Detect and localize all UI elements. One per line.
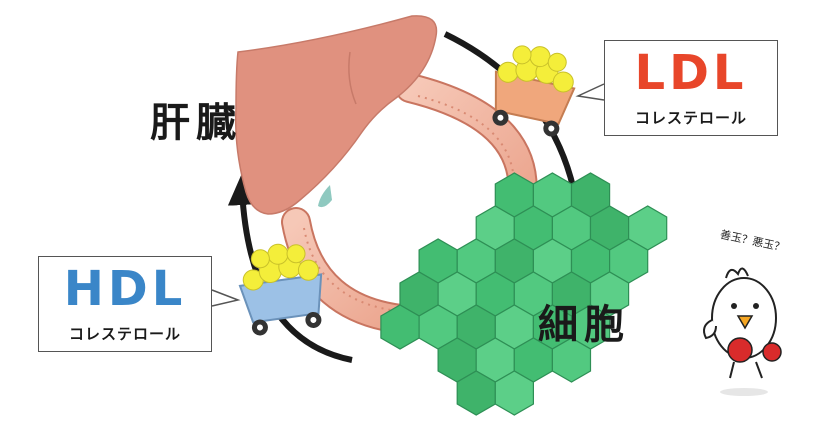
ldl-acronym: LDL: [634, 45, 748, 101]
hdl-cholesterol-balls: [242, 243, 319, 291]
cell-hexagon-cluster: [380, 172, 668, 416]
cell-label: 細胞: [538, 302, 630, 348]
ldl-box-pointer: [575, 83, 605, 101]
cell-hexagon: [551, 337, 592, 383]
liver-label: 肝臓: [150, 100, 242, 146]
hdl-subtitle: コレステロール: [68, 325, 181, 343]
hdl-label-box: HDL コレステロール: [38, 256, 212, 352]
hdl-cart: [238, 243, 323, 336]
hdl-acronym: HDL: [63, 261, 187, 317]
ldl-cholesterol-balls: [497, 45, 574, 93]
cell-hexagon: [494, 370, 535, 416]
mascot-character: [703, 267, 782, 396]
hdl-box-pointer: [211, 289, 241, 307]
liver-illustration: [234, 15, 438, 215]
ldl-label-box: LDL コレステロール: [604, 40, 778, 136]
ldl-subtitle: コレステロール: [634, 109, 747, 127]
ldl-cart: [492, 45, 576, 137]
